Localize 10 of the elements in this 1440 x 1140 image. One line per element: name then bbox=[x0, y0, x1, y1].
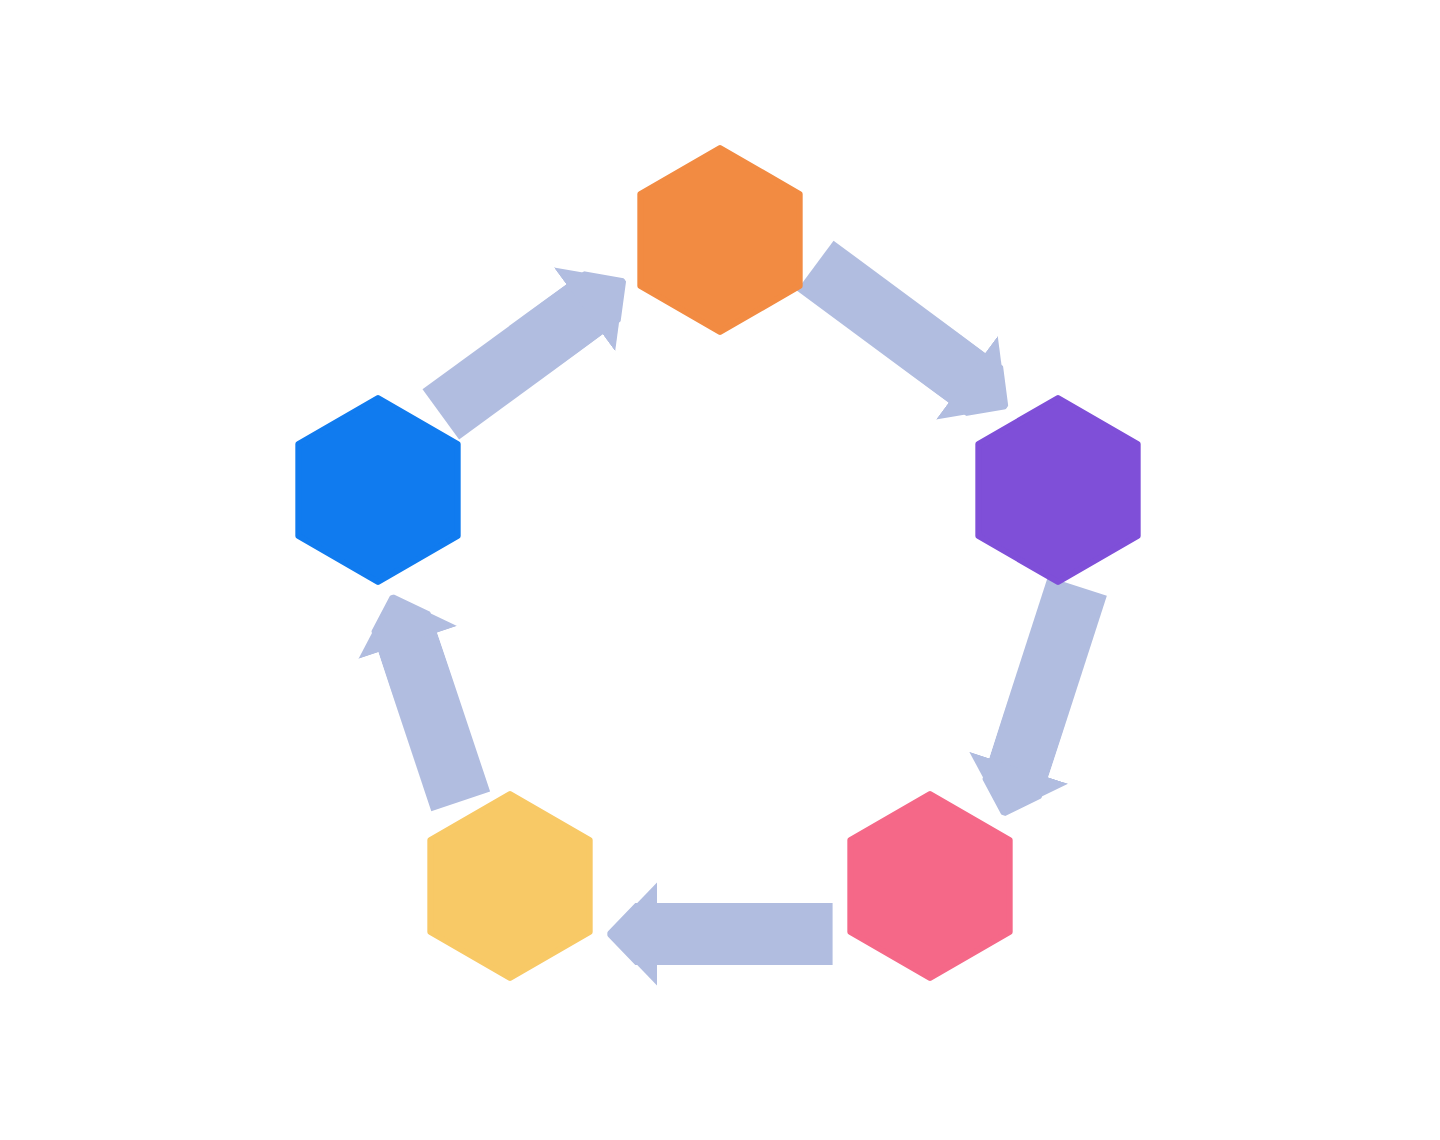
arrow bbox=[796, 240, 1009, 422]
arrow bbox=[358, 593, 491, 812]
arrow bbox=[607, 882, 833, 986]
hexagon bbox=[292, 392, 464, 588]
hexagon bbox=[634, 142, 806, 338]
arrow bbox=[422, 265, 627, 440]
hexagon bbox=[972, 392, 1144, 588]
hexagon bbox=[424, 788, 596, 984]
hexagon bbox=[844, 788, 1016, 984]
arrow bbox=[969, 576, 1107, 818]
